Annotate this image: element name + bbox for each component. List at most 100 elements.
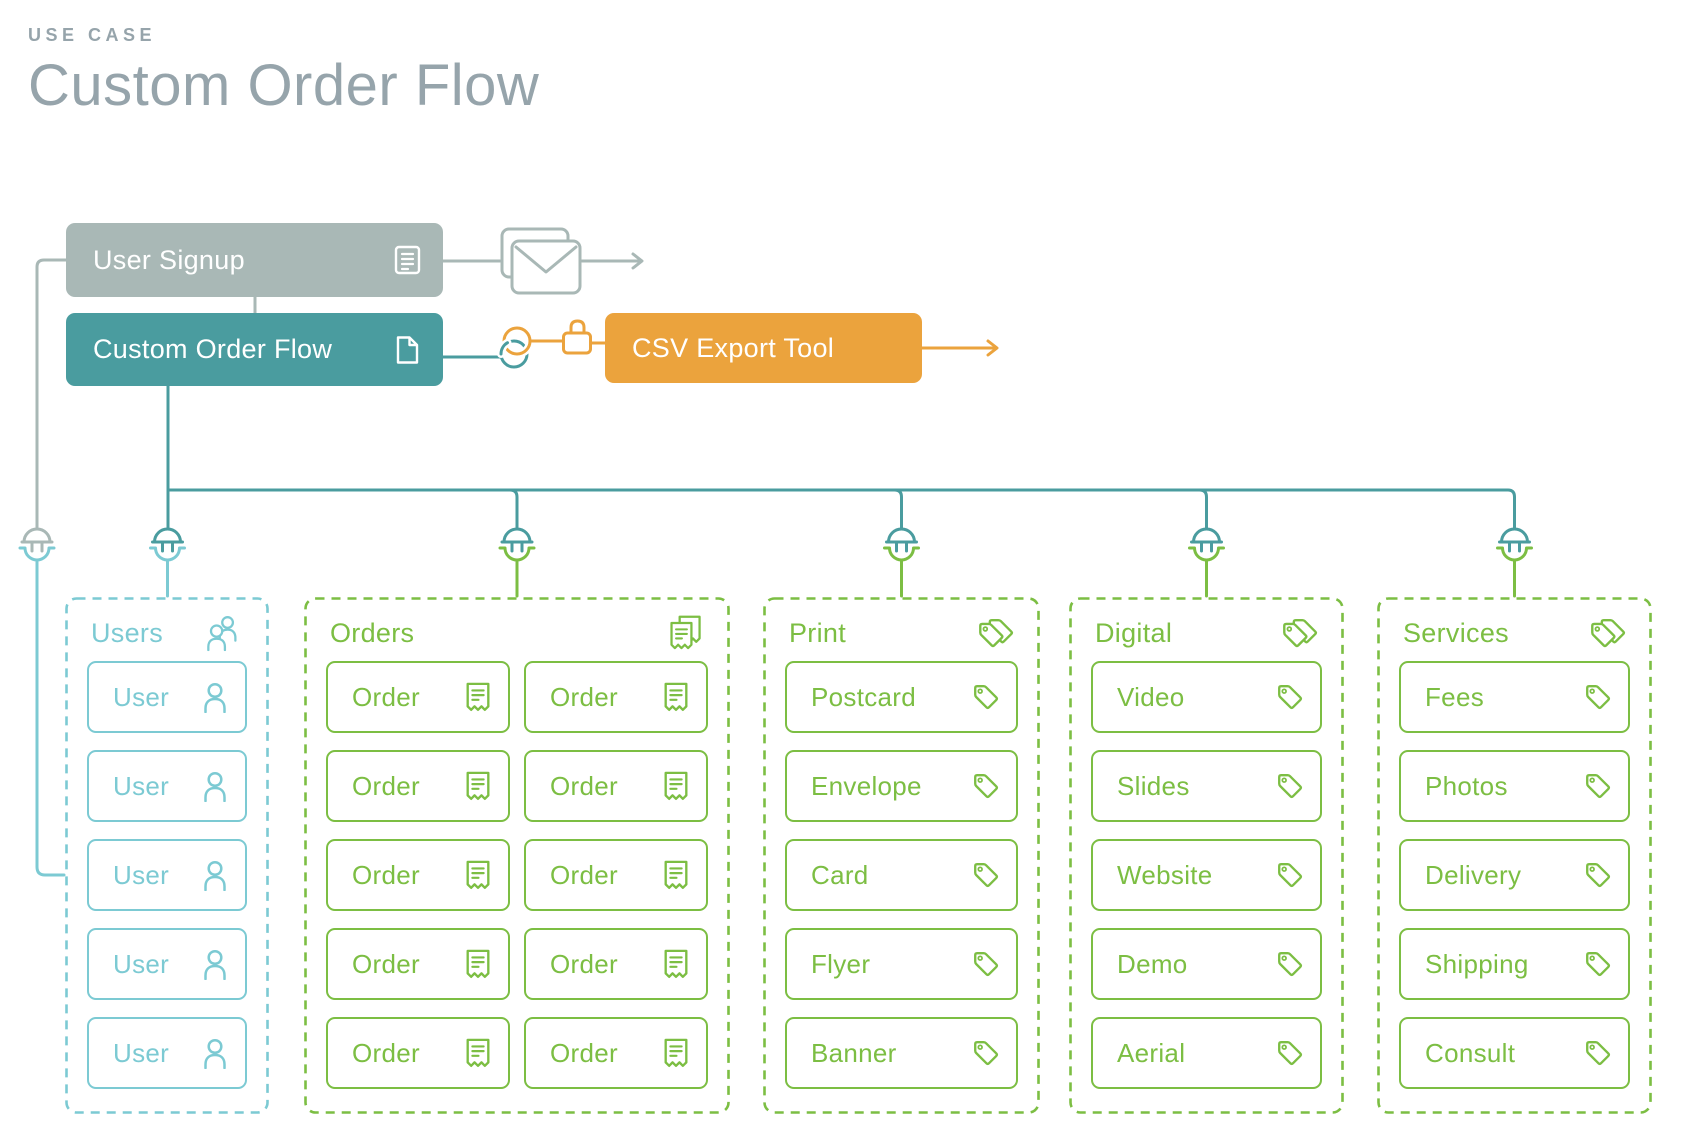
node-csv-export-tool[interactable]: CSV Export Tool bbox=[605, 313, 922, 383]
list-item-label: Shipping bbox=[1425, 948, 1529, 979]
group-orders: Orders Order Order Order Order Order Ord… bbox=[304, 597, 730, 1114]
item-website[interactable]: Website bbox=[1091, 839, 1322, 911]
receipt-icon bbox=[661, 681, 691, 713]
group-header: Users bbox=[91, 610, 245, 656]
group-services: Services Fees Photos Delivery Shipping C… bbox=[1377, 597, 1652, 1114]
tag-icon bbox=[971, 948, 1001, 980]
tag-icon bbox=[1583, 948, 1613, 980]
item-order[interactable]: Order bbox=[326, 661, 510, 733]
list-document-icon bbox=[394, 245, 421, 275]
group-items: Video Slides Website Demo Aerial bbox=[1091, 661, 1322, 1089]
list-item-label: Order bbox=[550, 1037, 618, 1068]
tags-icon bbox=[976, 614, 1016, 652]
list-item-label: User bbox=[113, 1037, 170, 1068]
list-item-label: User bbox=[113, 681, 170, 712]
list-item-label: Card bbox=[811, 859, 869, 890]
tags-icon bbox=[1588, 614, 1628, 652]
item-user[interactable]: User bbox=[87, 928, 247, 1000]
list-item-label: Order bbox=[352, 681, 420, 712]
item-order[interactable]: Order bbox=[524, 661, 708, 733]
group-header: Services bbox=[1403, 610, 1628, 656]
tag-icon bbox=[971, 770, 1001, 802]
chain-link-icon bbox=[499, 341, 509, 356]
tags-icon bbox=[1280, 614, 1320, 652]
receipt-icon bbox=[661, 770, 691, 802]
item-card[interactable]: Card bbox=[785, 839, 1018, 911]
item-user[interactable]: User bbox=[87, 839, 247, 911]
item-user[interactable]: User bbox=[87, 750, 247, 822]
item-order[interactable]: Order bbox=[524, 1017, 708, 1089]
group-users: Users User User User User User bbox=[65, 597, 269, 1114]
list-item-label: Flyer bbox=[811, 948, 871, 979]
list-item-label: User bbox=[113, 770, 170, 801]
arrow-right-icon bbox=[631, 252, 644, 270]
item-demo[interactable]: Demo bbox=[1091, 928, 1322, 1000]
receipt-icon bbox=[661, 859, 691, 891]
node-csv-export-tool-label: CSV Export Tool bbox=[632, 332, 835, 363]
use-case-eyebrow: USE CASE bbox=[28, 25, 157, 45]
item-consult[interactable]: Consult bbox=[1399, 1017, 1630, 1089]
item-photos[interactable]: Photos bbox=[1399, 750, 1630, 822]
user-icon bbox=[200, 1037, 230, 1069]
receipt-icon bbox=[661, 948, 691, 980]
user-icon bbox=[200, 681, 230, 713]
item-banner[interactable]: Banner bbox=[785, 1017, 1018, 1089]
item-delivery[interactable]: Delivery bbox=[1399, 839, 1630, 911]
receipt-icon bbox=[463, 770, 493, 802]
receipt-icon bbox=[463, 681, 493, 713]
group-header: Print bbox=[789, 610, 1016, 656]
list-item-label: Order bbox=[352, 1037, 420, 1068]
tag-icon bbox=[1275, 681, 1305, 713]
tag-icon bbox=[1275, 770, 1305, 802]
group-digital: Digital Video Slides Website Demo Aerial bbox=[1069, 597, 1344, 1114]
lock-icon bbox=[569, 319, 586, 335]
page-title: Custom Order Flow bbox=[28, 53, 540, 118]
node-user-signup[interactable]: User Signup bbox=[66, 223, 443, 297]
tag-icon bbox=[1583, 859, 1613, 891]
node-custom-order-flow[interactable]: Custom Order Flow bbox=[66, 313, 443, 386]
receipt-icon bbox=[463, 1037, 493, 1069]
page-header: USE CASE Custom Order Flow bbox=[28, 25, 539, 119]
user-icon bbox=[200, 770, 230, 802]
item-order[interactable]: Order bbox=[524, 928, 708, 1000]
user-icon bbox=[200, 948, 230, 980]
item-fees[interactable]: Fees bbox=[1399, 661, 1630, 733]
group-label: Digital bbox=[1095, 617, 1173, 648]
item-user[interactable]: User bbox=[87, 661, 247, 733]
item-order[interactable]: Order bbox=[326, 1017, 510, 1089]
tag-icon bbox=[971, 681, 1001, 713]
list-item-label: Consult bbox=[1425, 1037, 1516, 1068]
group-print: Print Postcard Envelope Card Flyer Banne… bbox=[763, 597, 1040, 1114]
item-video[interactable]: Video bbox=[1091, 661, 1322, 733]
tag-icon bbox=[971, 859, 1001, 891]
item-order[interactable]: Order bbox=[326, 928, 510, 1000]
list-item-label: Delivery bbox=[1425, 859, 1522, 890]
node-user-signup-label: User Signup bbox=[93, 244, 245, 275]
item-order[interactable]: Order bbox=[524, 839, 708, 911]
item-aerial[interactable]: Aerial bbox=[1091, 1017, 1322, 1089]
group-label: Print bbox=[789, 617, 847, 648]
item-shipping[interactable]: Shipping bbox=[1399, 928, 1630, 1000]
list-item-label: Envelope bbox=[811, 770, 922, 801]
list-item-label: User bbox=[113, 948, 170, 979]
tag-icon bbox=[1583, 1037, 1613, 1069]
group-label: Services bbox=[1403, 617, 1509, 648]
item-order[interactable]: Order bbox=[524, 750, 708, 822]
item-postcard[interactable]: Postcard bbox=[785, 661, 1018, 733]
node-custom-order-flow-label: Custom Order Flow bbox=[93, 334, 333, 364]
group-items: User User User User User bbox=[87, 661, 247, 1089]
item-order[interactable]: Order bbox=[326, 839, 510, 911]
list-item-label: Video bbox=[1117, 681, 1185, 712]
item-user[interactable]: User bbox=[87, 1017, 247, 1089]
tag-icon bbox=[1583, 681, 1613, 713]
list-item-label: Fees bbox=[1425, 681, 1485, 712]
item-slides[interactable]: Slides bbox=[1091, 750, 1322, 822]
list-item-label: Order bbox=[550, 770, 618, 801]
item-flyer[interactable]: Flyer bbox=[785, 928, 1018, 1000]
list-item-label: Photos bbox=[1425, 770, 1508, 801]
item-envelope[interactable]: Envelope bbox=[785, 750, 1018, 822]
item-order[interactable]: Order bbox=[326, 750, 510, 822]
receipt-icon bbox=[463, 859, 493, 891]
receipts-icon bbox=[666, 614, 706, 652]
